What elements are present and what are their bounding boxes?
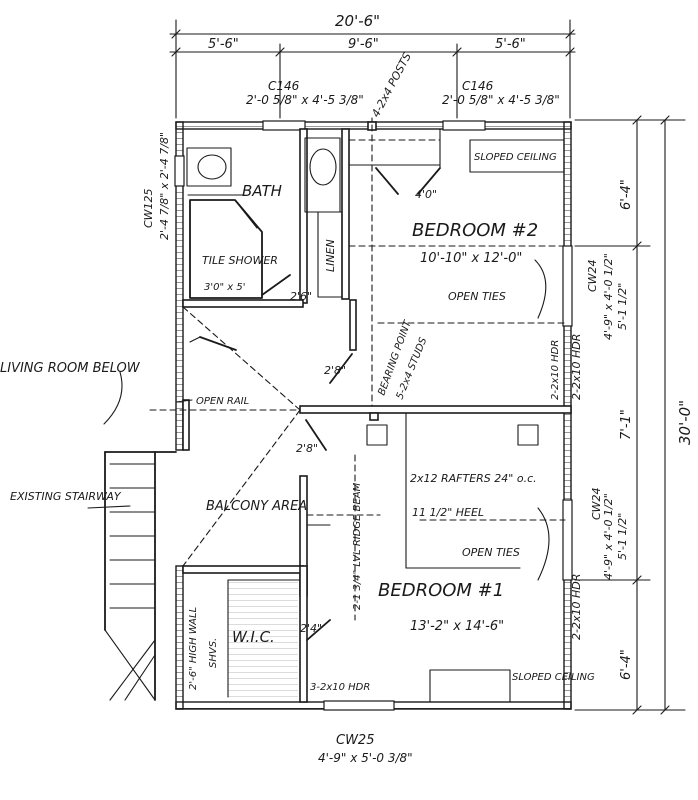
linen-label: LINEN — [324, 239, 337, 272]
header1-note: 2-2x10 HDR — [570, 334, 583, 400]
bath-fixtures — [186, 137, 343, 299]
window-right2-code: CW24 — [590, 487, 603, 520]
overall-depth-dim: 30'-0" — [676, 400, 694, 445]
closet-door-label: 4'0" — [415, 188, 437, 201]
top-window-notes: C146 2'-0 5/8" x 4'-5 3/8" C146 2'-0 5/8… — [246, 51, 560, 129]
bath-door-label: 2'6" — [290, 290, 312, 303]
window-top-right-code: C146 — [462, 79, 494, 93]
wic-door-label: 2'4" — [300, 622, 322, 635]
bedroom1-area — [306, 412, 566, 703]
wic-area — [227, 579, 331, 698]
shvs-note: SHVS. — [208, 638, 219, 668]
tile-shower — [189, 199, 263, 299]
window-top-left-size: 2'-0 5/8" x 4'-5 3/8" — [246, 93, 364, 107]
window-right1-extra: 5'-1 1/2" — [616, 283, 629, 330]
existing-stairway — [104, 451, 177, 701]
bedroom1-size: 13'-2" x 14'-6" — [410, 619, 504, 634]
window-left-size: 2'-4 7/8" x 2'-4 7/8" — [158, 132, 171, 240]
hall-door1-label: 2'8" — [324, 364, 346, 377]
header-wic-note: 3-2x10 HDR — [310, 682, 370, 693]
wic-label: W.I.C. — [232, 628, 275, 646]
window-bottom-size: 4'-9" x 5'-0 3/8" — [318, 751, 413, 765]
sloped-ceiling-top: SLOPED CEILING — [474, 152, 557, 163]
right-window-notes: CW24 4'-9" x 4'-0 1/2" 5'-1 1/2" 2-2x10 … — [570, 253, 629, 640]
window-right2-extra: 5'-1 1/2" — [616, 513, 629, 560]
top-dimension-string: 20'-6" 5'-6" 9'-6" 5'-6" — [169, 12, 576, 119]
right-mid-dim: 7'-1" — [619, 409, 634, 440]
open-rail-note: OPEN RAIL — [196, 396, 249, 407]
sink-icon — [309, 148, 337, 186]
balcony-label: BALCONY AREA — [206, 499, 307, 514]
heel-note: 11 1/2" HEEL — [412, 506, 484, 519]
bedroom2-size: 10'-10" x 12'-0" — [420, 251, 522, 266]
window-left-code: CW125 — [142, 188, 155, 228]
bottom-window-notes: CW25 4'-9" x 5'-0 3/8" — [318, 733, 413, 765]
sloped-ceiling-bottom: SLOPED CEILING — [512, 672, 595, 683]
tile-shower-label: TILE SHOWER — [202, 254, 278, 267]
exterior-walls — [174, 120, 573, 711]
bath-label: BATH — [242, 182, 282, 200]
window-right1-code: CW24 — [586, 259, 599, 292]
left-window-notes: CW125 2'-4 7/8" x 2'-4 7/8" — [142, 132, 171, 240]
toilet-icon — [197, 154, 227, 180]
rafters-note: 2x12 RAFTERS 24" o.c. — [410, 472, 537, 485]
header3-note: 2-2x10 HDR — [550, 340, 561, 400]
tile-shower-size: 3'0" x 5' — [204, 282, 245, 293]
window-top-right-size: 2'-0 5/8" x 4'-5 3/8" — [442, 93, 560, 107]
window-right2-size: 4'-9" x 4'-0 1/2" — [602, 493, 615, 580]
room-below-note: LIVING ROOM BELOW — [0, 361, 141, 376]
right-segment-dim: 5'-6" — [495, 37, 526, 52]
bedroom2-label: BEDROOM #2 — [412, 220, 538, 241]
balcony-diagonals — [149, 274, 353, 567]
window-bottom-code: CW25 — [336, 733, 374, 748]
door-labels: 2'6" 4'0" 2'8" 2'8" 2'4" — [290, 188, 437, 635]
right-top-dim: 6'-4" — [619, 179, 634, 210]
left-segment-dim: 5'-6" — [208, 37, 239, 52]
window-right1-size: 4'-9" x 4'-0 1/2" — [602, 253, 615, 340]
right-bottom-dim: 6'-4" — [619, 649, 634, 680]
interior-walls — [182, 128, 572, 703]
open-ties-bottom: OPEN TIES — [462, 546, 520, 559]
hall-door2-label: 2'8" — [296, 442, 318, 455]
existing-stairway-note: EXISTING STAIRWAY — [10, 490, 122, 503]
ridge-beam-note: 2-1 3/4" LVL RIDGE BEAM — [352, 482, 363, 610]
overall-width-dim: 20'-6" — [335, 12, 380, 30]
posts-note: 4-2x4 POSTS — [369, 51, 414, 120]
middle-segment-dim: 9'-6" — [348, 37, 379, 52]
high-wall-note: 2'-6" HIGH WALL — [188, 607, 199, 690]
open-ties-top: OPEN TIES — [448, 290, 506, 303]
bedroom1-label: BEDROOM #1 — [378, 580, 504, 601]
header2-note: 2-2x10 HDR — [570, 574, 583, 640]
right-dimension-string: 30'-0" 6'-4" 7'-1" 6'-4" — [574, 115, 694, 715]
closet-area — [348, 124, 566, 407]
room-labels: BATH TILE SHOWER 3'0" x 5' LINEN BEDROOM… — [202, 152, 595, 683]
window-top-left-code: C146 — [268, 79, 300, 93]
